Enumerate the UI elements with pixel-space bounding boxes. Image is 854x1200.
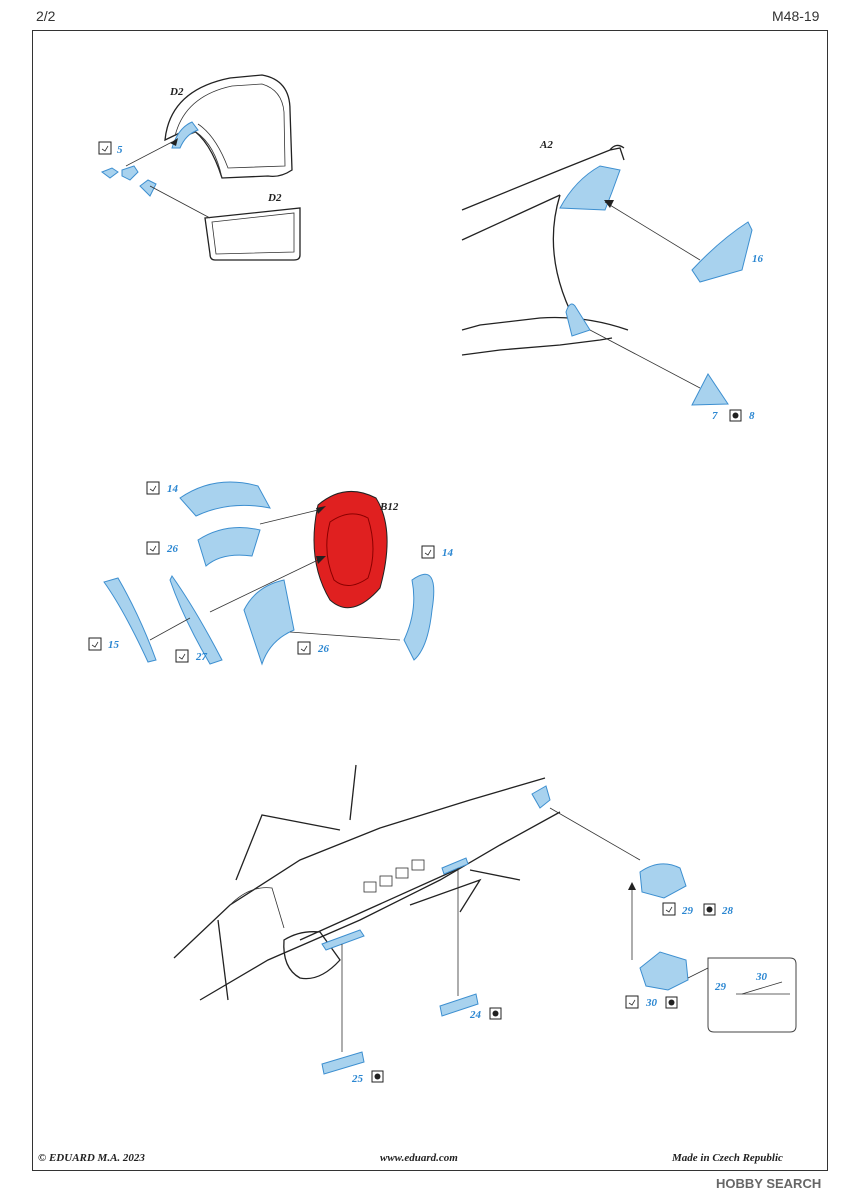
footer-url: www.eduard.com [380,1152,458,1164]
label-part-24: 24 [469,1009,482,1021]
label-d2-canopy: D2 [169,86,184,98]
footer-origin: Made in Czech Republic [672,1152,783,1164]
check-icon [101,145,109,152]
label-inset-30: 30 [755,971,768,983]
label-part-5: 5 [117,144,123,156]
label-part-8: 8 [749,410,755,422]
label-part-25: 25 [351,1073,364,1085]
label-part-14a: 14 [167,483,179,495]
seat-assembly [103,481,435,666]
paint-icon [732,412,739,419]
label-d2-frame: D2 [267,192,282,204]
watermark: HOBBY SEARCH [716,1176,822,1191]
canopy-assembly [100,74,301,261]
label-part-27: 27 [195,651,208,663]
label-part-7: 7 [712,410,718,422]
label-b12: B12 [379,501,399,513]
page-number: 2/2 [36,8,56,24]
sheet-code: M48-19 [772,8,820,24]
intake-assembly [461,144,753,406]
label-a2: A2 [539,139,553,151]
label-part-29: 29 [681,905,694,917]
footer-rule [32,1170,828,1171]
label-part-15: 15 [108,639,120,651]
footer-copyright: © EDUARD M.A. 2023 [38,1152,145,1164]
label-part-26b: 26 [317,643,330,655]
label-part-30: 30 [645,997,658,1009]
label-inset-29: 29 [714,981,727,993]
label-part-16: 16 [752,253,764,265]
label-part-28: 28 [721,905,734,917]
label-part-14b: 14 [442,547,454,559]
label-part-26a: 26 [166,543,179,555]
page-frame [32,30,828,1170]
fuselage-assembly [173,764,797,1075]
